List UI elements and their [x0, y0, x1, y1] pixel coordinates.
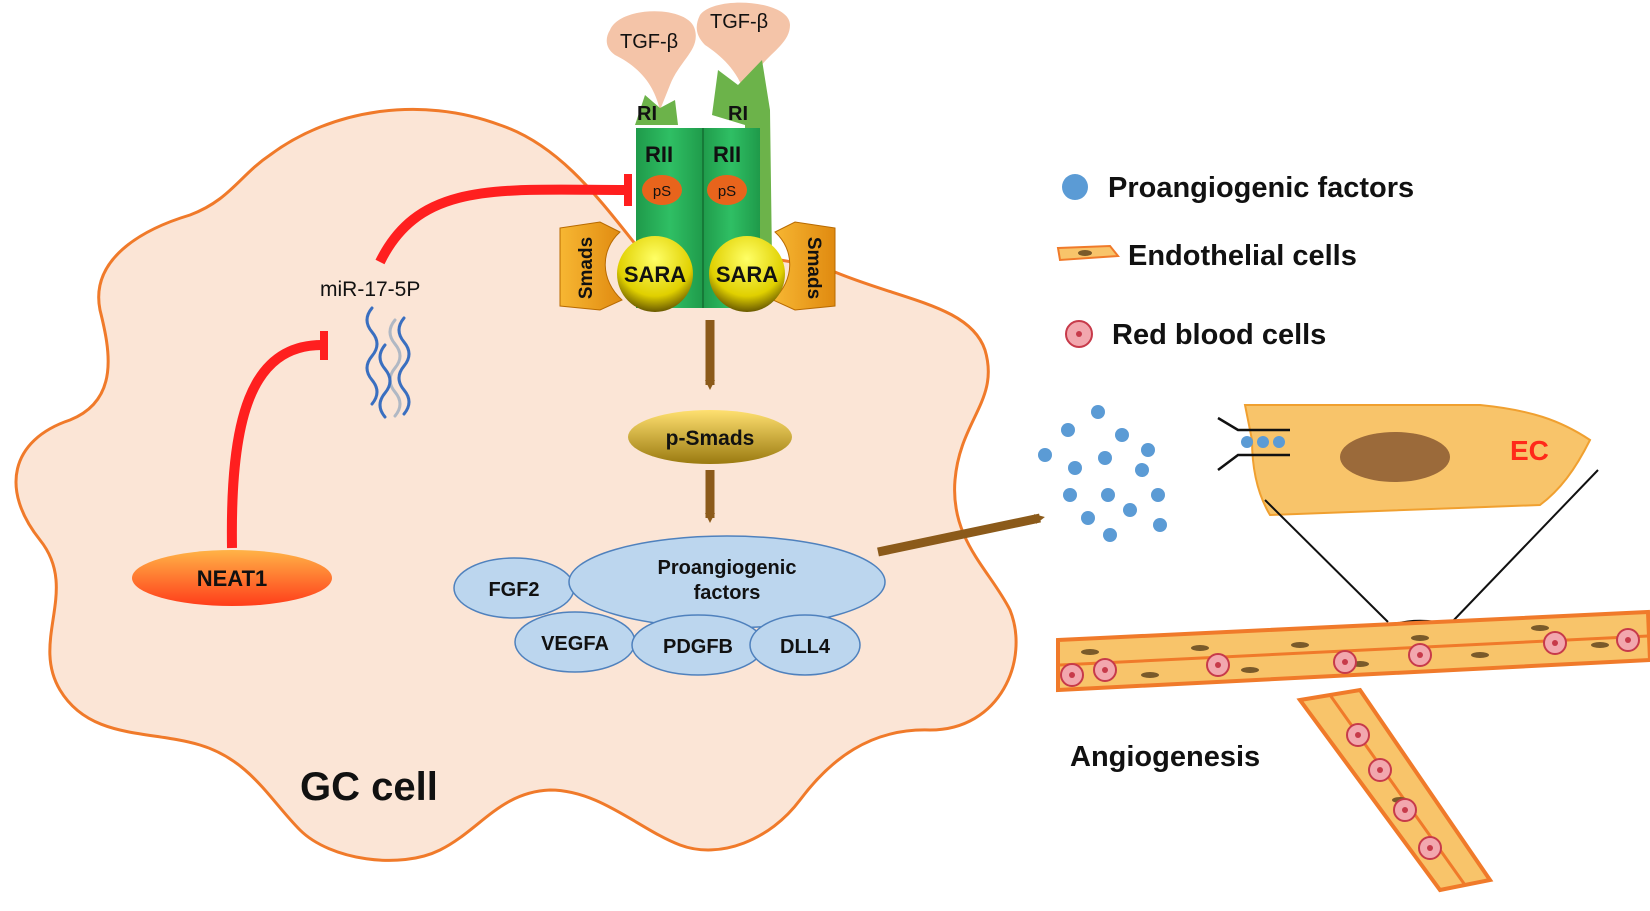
sara-right	[709, 236, 785, 312]
ri-label-right: RI	[728, 103, 748, 125]
gc-cell-membrane	[14, 107, 1018, 862]
dll4-oval	[749, 614, 861, 676]
secreted-factors-cluster	[1038, 405, 1167, 542]
red-blood-cell-icon	[1065, 320, 1093, 348]
receptor-channel-icon	[1217, 416, 1290, 471]
smads-left	[559, 221, 623, 311]
tgf-beta-label-right: TGF-β	[710, 11, 768, 33]
inhibition-line-mirna-receptor	[375, 184, 627, 265]
ps-right	[707, 175, 747, 205]
gc-cell-label: GC cell	[300, 765, 438, 809]
tgf-beta-ligand-left	[606, 11, 696, 110]
neat1-label: NEAT1	[197, 566, 268, 591]
fgf2-label: FGF2	[488, 579, 539, 601]
blood-vessel-network	[1056, 609, 1650, 893]
sara-label-left: SARA	[624, 262, 686, 287]
ec-label: EC	[1510, 435, 1549, 466]
ri-label-left: RI	[637, 103, 657, 125]
vegfa-label: VEGFA	[541, 633, 609, 655]
ps-label-right: pS	[718, 183, 736, 200]
tgf-beta-label-left: TGF-β	[620, 31, 678, 53]
endothelial-cell-icon	[1056, 244, 1120, 262]
inhibition-line-neat1-mirna	[226, 340, 323, 549]
rii-label-right: RII	[713, 142, 741, 167]
ec-nucleus	[1340, 432, 1450, 482]
rii-label-left: RII	[645, 142, 673, 167]
legend-label-rbc: Red blood cells	[1112, 319, 1326, 351]
mirna-strands-icon	[365, 306, 411, 419]
dll4-label: DLL4	[780, 636, 831, 658]
ps-label-left: pS	[653, 183, 671, 200]
mirna-label: miR-17-5P	[320, 278, 420, 301]
sara-label-right: SARA	[716, 262, 778, 287]
receptor-ri-left	[635, 95, 678, 125]
p-smads-label: p-Smads	[666, 427, 755, 450]
neat1-oval	[132, 550, 332, 606]
proangiogenic-label-line1: Proangiogenic	[658, 557, 797, 579]
smads-label-left: Smads	[576, 237, 597, 299]
sara-left	[617, 236, 693, 312]
arrow-cell-to-secretion	[877, 513, 1045, 557]
angiogenesis-label: Angiogenesis	[1070, 741, 1260, 773]
pdgfb-label: PDGFB	[663, 636, 733, 658]
smads-right	[772, 221, 836, 311]
p-smads-oval	[628, 410, 792, 464]
proangiogenic-label-line2: factors	[694, 582, 761, 604]
blue-dot-icon	[1062, 174, 1088, 200]
ps-left	[642, 175, 682, 205]
legend-label-endothelial: Endothelial cells	[1128, 240, 1357, 272]
legend: Proangiogenic factors Endothelial cells …	[1056, 172, 1414, 351]
tgf-beta-ligand-right	[696, 2, 790, 96]
legend-label-proangiogenic: Proangiogenic factors	[1108, 172, 1414, 204]
smads-label-right: Smads	[803, 237, 824, 299]
